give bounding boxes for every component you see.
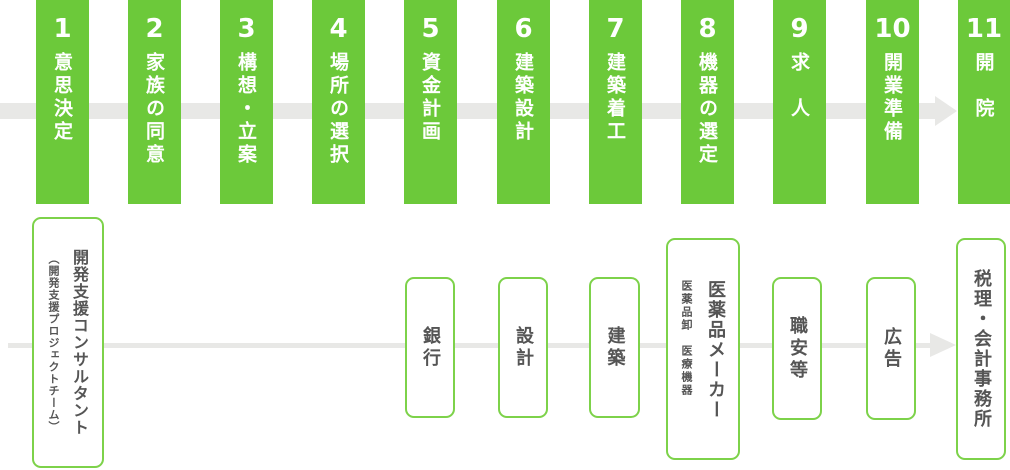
step-label: 資金計画 (419, 52, 441, 144)
step-number: 6 (514, 14, 533, 44)
step-10: 10 開業準備 (866, 0, 919, 204)
partner-main: 銀行 (420, 325, 441, 370)
partner-advertising: 広告 (866, 277, 916, 420)
step-number: 4 (329, 14, 348, 44)
step-label: 場所の選択 (327, 52, 349, 167)
step-4: 4 場所の選択 (312, 0, 365, 204)
partner-main: 建築 (604, 325, 626, 370)
step-9: 9 求 人 (773, 0, 826, 204)
step-5: 5 資金計画 (404, 0, 457, 204)
partner-accounting: 税理・会計事務所 (956, 238, 1006, 460)
step-label: 開 院 (972, 52, 995, 121)
step-2: 2 家族の同意 (128, 0, 181, 204)
step-number: 11 (965, 14, 1003, 44)
step-number: 5 (421, 14, 440, 44)
partner-sub: （開発支援プロジェクトチーム） (47, 252, 60, 433)
step-label: 開業準備 (881, 52, 903, 144)
step-number: 1 (53, 14, 72, 44)
step-number: 3 (237, 14, 256, 44)
partner-bank: 銀行 (405, 277, 455, 418)
step-8: 8 機器の選定 (681, 0, 734, 204)
partner-main: 広告 (881, 326, 902, 371)
partner-consultant: 開発支援コンサルタント （開発支援プロジェクトチーム） (32, 217, 104, 468)
step-label: 求 人 (788, 52, 810, 121)
partner-main: 税理・会計事務所 (971, 269, 992, 429)
step-label: 家族の同意 (143, 52, 165, 167)
partner-employment-office: 職安等 (772, 277, 822, 420)
partner-main: 設計 (513, 325, 534, 370)
partner-main: 職安等 (787, 315, 808, 382)
step-3: 3 構想・立案 (220, 0, 273, 204)
step-11: 11 開 院 (958, 0, 1010, 204)
timeline-arrow-bottom (8, 343, 938, 348)
step-label: 構想・立案 (235, 52, 257, 167)
step-number: 2 (145, 14, 164, 44)
step-1: 1 意思決定 (36, 0, 89, 204)
step-label: 建築設計 (512, 52, 534, 144)
step-number: 10 (874, 14, 911, 44)
partner-pharma: 医薬品メーカー 医薬品卸 医療機器 (666, 238, 740, 460)
step-number: 7 (606, 14, 625, 44)
arrowhead-bottom-icon (930, 333, 956, 357)
partner-sub: 医薬品卸 医療機器 (680, 280, 693, 397)
partner-main: 医薬品メーカー (705, 280, 726, 420)
step-label: 意思決定 (51, 52, 73, 144)
partner-main: 開発支援コンサルタント (70, 249, 89, 436)
step-6: 6 建築設計 (497, 0, 550, 204)
step-label: 建築着工 (604, 52, 626, 144)
partner-design: 設計 (498, 277, 548, 418)
step-number: 8 (698, 14, 717, 44)
step-number: 9 (790, 14, 809, 44)
step-label: 機器の選定 (696, 52, 718, 167)
step-7: 7 建築着工 (589, 0, 642, 204)
arrowhead-top-icon (935, 96, 957, 126)
partner-construction: 建築 (589, 277, 640, 418)
